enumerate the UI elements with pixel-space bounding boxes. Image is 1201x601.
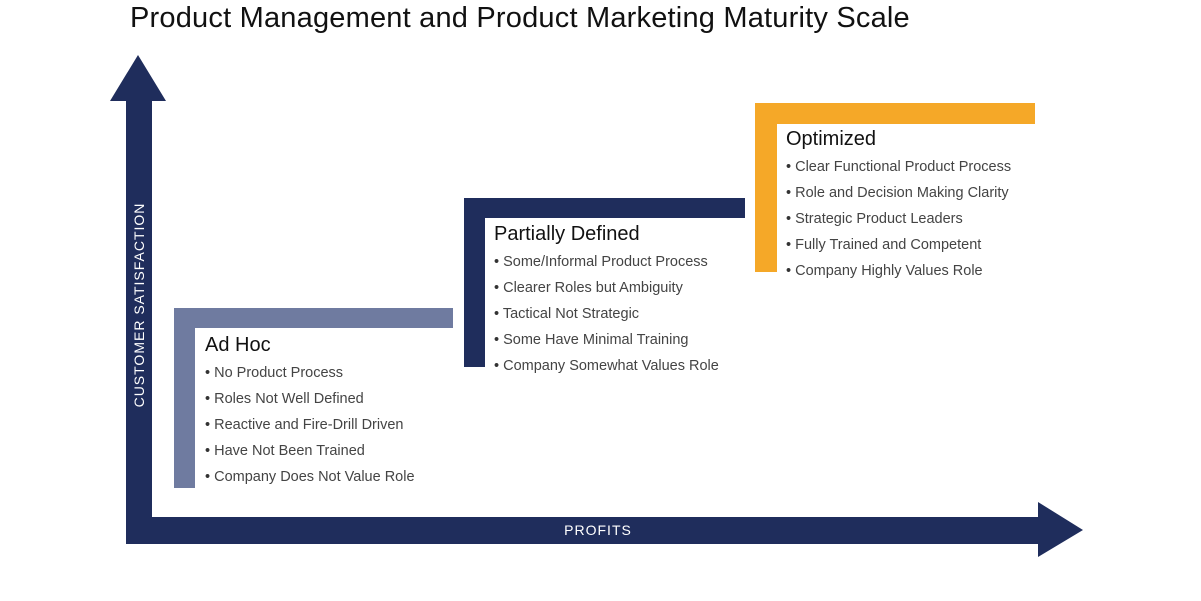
stage-bracket-side [464, 198, 485, 367]
page-title: Product Management and Product Marketing… [130, 2, 910, 34]
stage-list: Some/Informal Product Process Clearer Ro… [494, 249, 719, 379]
stage-bracket-side [174, 308, 195, 488]
stage-title: Ad Hoc [205, 334, 271, 356]
stage-list: No Product Process Roles Not Well Define… [205, 360, 415, 490]
list-item: Company Does Not Value Role [205, 464, 414, 490]
list-item: Have Not Been Trained [205, 438, 415, 464]
list-item: Some Have Minimal Training [494, 327, 719, 353]
y-axis-arrow [110, 55, 166, 517]
list-item: Reactive and Fire-Drill Driven [205, 412, 415, 438]
stage-bracket-top [755, 103, 1035, 124]
stage-title: Partially Defined [494, 223, 640, 245]
y-axis-label: CUSTOMER SATISFACTION [131, 202, 147, 408]
list-item: No Product Process [205, 360, 415, 386]
stage-list: Clear Functional Product Process Role an… [786, 154, 1011, 284]
list-item: Clearer Roles but Ambiguity [494, 275, 719, 301]
list-item: Clear Functional Product Process [786, 154, 1011, 180]
list-item: Tactical Not Strategic [494, 301, 719, 327]
list-item: Strategic Product Leaders [786, 206, 1011, 232]
stage-bracket-top [464, 198, 745, 218]
x-axis-label: PROFITS [564, 522, 632, 538]
list-item: Fully Trained and Competent [786, 232, 1011, 258]
list-item: Company Somewhat Values Role [494, 353, 719, 379]
x-axis-arrow [126, 502, 1083, 557]
stage-title: Optimized [786, 128, 877, 150]
stage-bracket-top [174, 308, 453, 328]
list-item: Roles Not Well Defined [205, 386, 415, 412]
list-item: Some/Informal Product Process [494, 249, 719, 275]
list-item: Company Highly Values Role [786, 258, 1011, 284]
stage-bracket-side [755, 103, 777, 272]
list-item: Role and Decision Making Clarity [786, 180, 1011, 206]
